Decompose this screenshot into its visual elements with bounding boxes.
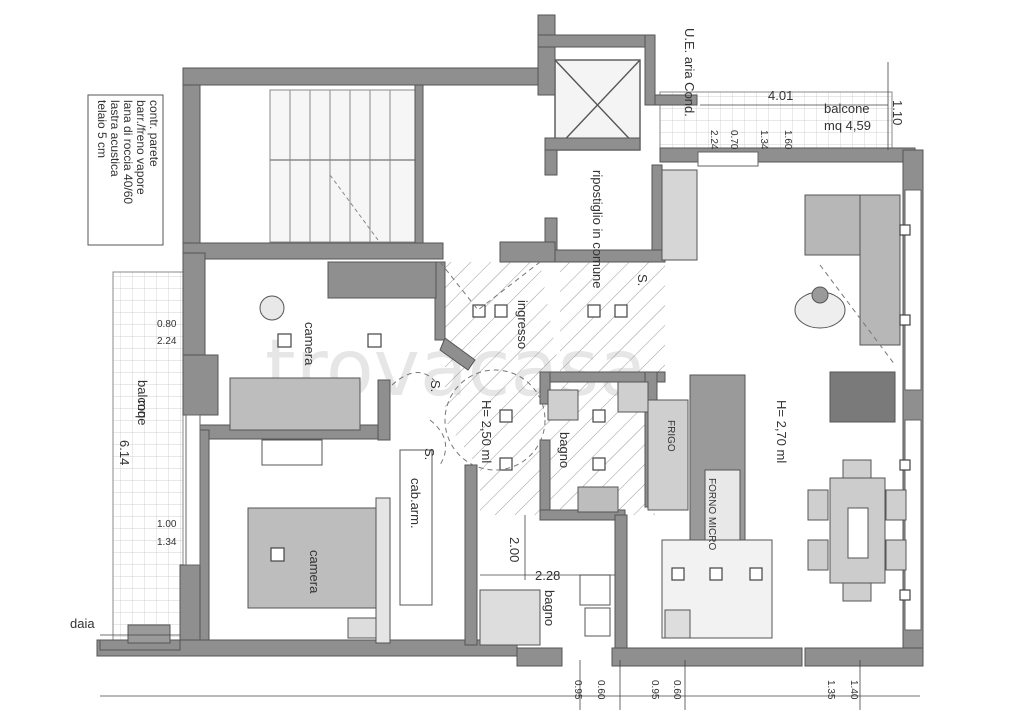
note-line-2: barr./freno vapore [134,100,148,195]
dim-1-60: 1.60 [782,130,793,150]
room-label-cab-arm: cab.arm. [408,478,423,529]
fondaia-label: daia [70,616,95,631]
room-label-bagno-2: bagno [542,590,557,626]
stairwell [269,89,416,243]
note-box [87,94,164,246]
dim-0-95-b: 0.95 [649,680,660,700]
dim-0-95-a: 0.95 [572,680,583,700]
room-label-camera-top: camera [302,322,317,366]
ue-aria-label: U.E. aria Cond. [682,28,697,117]
furniture [127,169,907,646]
dim-4-01: 4.01 [768,88,793,103]
dim-1-40: 1.40 [848,680,859,700]
balcony-top-label: balcone [824,101,870,116]
note-line-5: telaio 5 cm [95,100,109,158]
note-line-3: lana di roccia 40/60 [121,100,135,204]
dimension-lines [100,62,920,710]
balcony-left-label: balcone [135,380,150,426]
windows [185,151,922,631]
dim-0-70: 0.70 [728,130,739,150]
appliance-label-frigo: FRIGO [665,420,676,452]
balcony-left-area: 6.14 [117,440,132,465]
dim-1-34-top: 1.34 [758,130,769,150]
height-label-living: H= 2,70 ml [774,400,789,463]
note-line-1: contr. parete [147,100,161,167]
dim-0-60-b: 0.60 [671,680,682,700]
appliance-label-forno: FORNO MICRO [706,478,717,550]
balcony-top-area: mq 4,59 [824,118,871,133]
room-label-bagno-1: bagno [557,432,572,468]
ceiling-lights [270,224,911,601]
balcony-left [112,271,184,641]
shelf-label-1: S. [428,380,443,392]
dim-0-60-a: 0.60 [595,680,606,700]
room-label-ingresso: ingresso [515,300,530,349]
dim-2-24-top: 2.24 [708,130,719,150]
elevator-shaft [554,59,641,151]
dim-1-00-left: 1.00 [157,519,177,530]
dim-2-00: 2.00 [507,537,522,562]
note-line-4: lastra acustica [108,100,122,177]
shelf-label-3: S. [635,274,650,286]
dim-2-28: 2.28 [535,568,560,583]
dim-1-10: 1.10 [890,100,905,125]
room-label-ripostiglio: ripostiglio in comune [590,170,605,289]
dim-1-35: 1.35 [825,680,836,700]
dim-2-24-left: 2.24 [157,336,177,347]
balcony-top [659,91,893,153]
shelf-label-2: S. [422,448,437,460]
door-swings [391,261,896,471]
room-label-camera-bottom: camera [307,550,322,594]
dim-1-34-left: 1.34 [157,537,177,548]
height-label-ingresso: H= 2,50 ml [479,400,494,463]
wall-note: contr. parete barr./freno vapore lana di… [95,100,161,204]
balcony-left-mq: mq [135,400,150,418]
dim-0-80-left: 0.80 [157,319,177,330]
